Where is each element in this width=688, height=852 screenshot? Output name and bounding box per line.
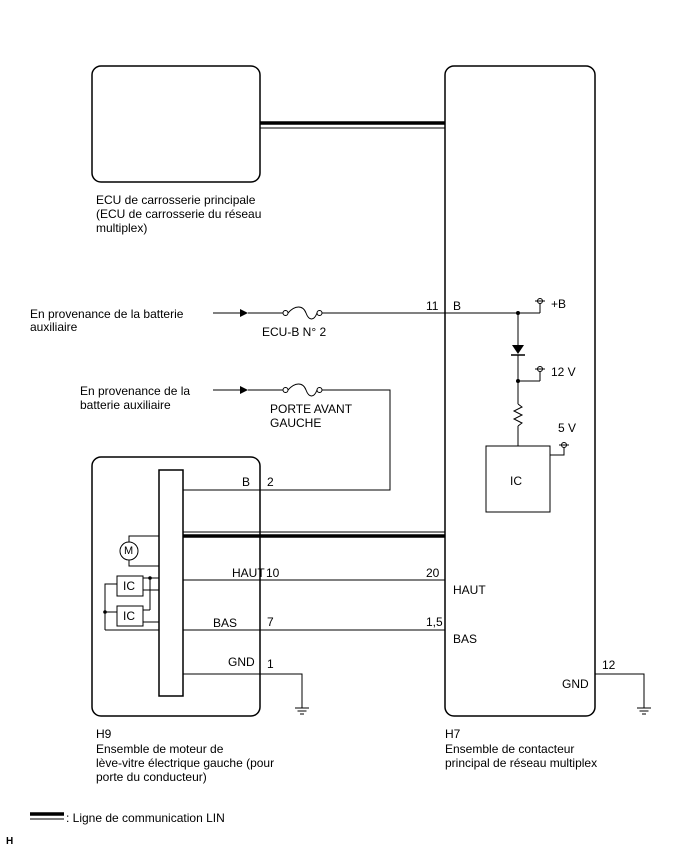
body-ecu-label-line2: (ECU de carrosserie du réseau <box>96 207 262 221</box>
h7-pin-haut-number: 20 <box>426 566 440 580</box>
source2-label-line1: En provenance de la <box>80 384 191 398</box>
h9-ground-icon <box>295 707 309 715</box>
legend-lin-symbol <box>30 812 64 820</box>
5v-wire <box>550 447 565 456</box>
h7-pin-gnd-number: 12 <box>602 658 616 672</box>
h9-pin-bas-number: 7 <box>267 615 274 629</box>
lin-bus-bottom <box>183 531 445 538</box>
body-ecu-label-line1: ECU de carrosserie principale <box>96 193 256 207</box>
h9-pin-haut-label: HAUT <box>232 566 265 580</box>
fuse2-label-line2: GAUCHE <box>270 416 322 430</box>
fuse1-label: ECU-B N° 2 <box>262 325 327 339</box>
h7-code-label: H7 <box>445 727 461 741</box>
h9-ic2-box <box>116 605 144 627</box>
h7-pin-bas-label: BAS <box>453 632 478 646</box>
h9-pin-gnd-number: 1 <box>267 657 274 671</box>
h9-connector-bar <box>158 469 184 697</box>
h9-ic1-box <box>116 575 144 597</box>
h7-pin-b-label: B <box>453 299 462 313</box>
12v-label: 12 V <box>551 365 576 379</box>
corner-code: H <box>6 836 14 847</box>
h9-pin-b-number: 2 <box>267 475 274 489</box>
h7-name-line2: principal de réseau multiplex <box>445 756 598 770</box>
h9-code-label: H9 <box>96 727 112 741</box>
h7-gnd-wire <box>595 673 645 708</box>
h9-ic2-label: IC <box>123 609 135 623</box>
lin-bus-top <box>260 121 445 129</box>
h7-name-line1: Ensemble de contacteur <box>445 742 575 756</box>
plus-b-label: +B <box>551 297 567 311</box>
h7-pin-b-number: 11 <box>426 299 439 313</box>
h7-ic-box <box>485 445 551 513</box>
h9-name-line1: Ensemble de moteur de <box>96 742 224 756</box>
source1-label-line2: auxiliaire <box>30 320 78 334</box>
h7-pin-gnd-label: GND <box>562 677 589 691</box>
h7-box <box>444 65 596 717</box>
fuse2-wire-to-h9 <box>183 389 391 491</box>
resistor-symbol <box>512 403 524 427</box>
fuse1-symbol <box>282 306 323 320</box>
h7-pin-bas-number: 1,5 <box>426 615 443 629</box>
h9-pin-b-label: B <box>242 475 251 489</box>
source1-arrow <box>213 309 248 317</box>
h9-name-line3: porte du conducteur) <box>96 770 207 784</box>
body-ecu-box <box>91 65 261 183</box>
h7-ground-icon <box>637 707 651 715</box>
h7-pin-haut-label: HAUT <box>453 583 486 597</box>
diode-symbol <box>511 345 525 356</box>
h9-ic-wiring <box>104 577 159 631</box>
h7-ic-label: IC <box>510 474 522 488</box>
h9-pin-gnd-label: GND <box>228 655 255 669</box>
fuse2-label-line1: PORTE AVANT <box>270 402 353 416</box>
h9-name-line2: lève-vitre électrique gauche (pour <box>96 756 275 770</box>
legend-text: : Ligne de communication LIN <box>66 811 225 825</box>
h9-ic1-label: IC <box>123 579 135 593</box>
h9-pin-bas-label: BAS <box>213 616 238 630</box>
source2-arrow <box>213 386 248 394</box>
fuse2-symbol <box>282 383 323 397</box>
h9-gnd-wire <box>183 673 303 708</box>
source1-label-line1: En provenance de la batterie <box>30 307 184 321</box>
5v-label: 5 V <box>558 421 577 435</box>
h9-pin-haut-number: 10 <box>266 566 280 580</box>
source2-label-line2: batterie auxiliaire <box>80 398 171 412</box>
body-ecu-label-line3: multiplex) <box>96 221 148 235</box>
motor-label: M <box>124 545 134 557</box>
h9-box <box>91 456 261 717</box>
